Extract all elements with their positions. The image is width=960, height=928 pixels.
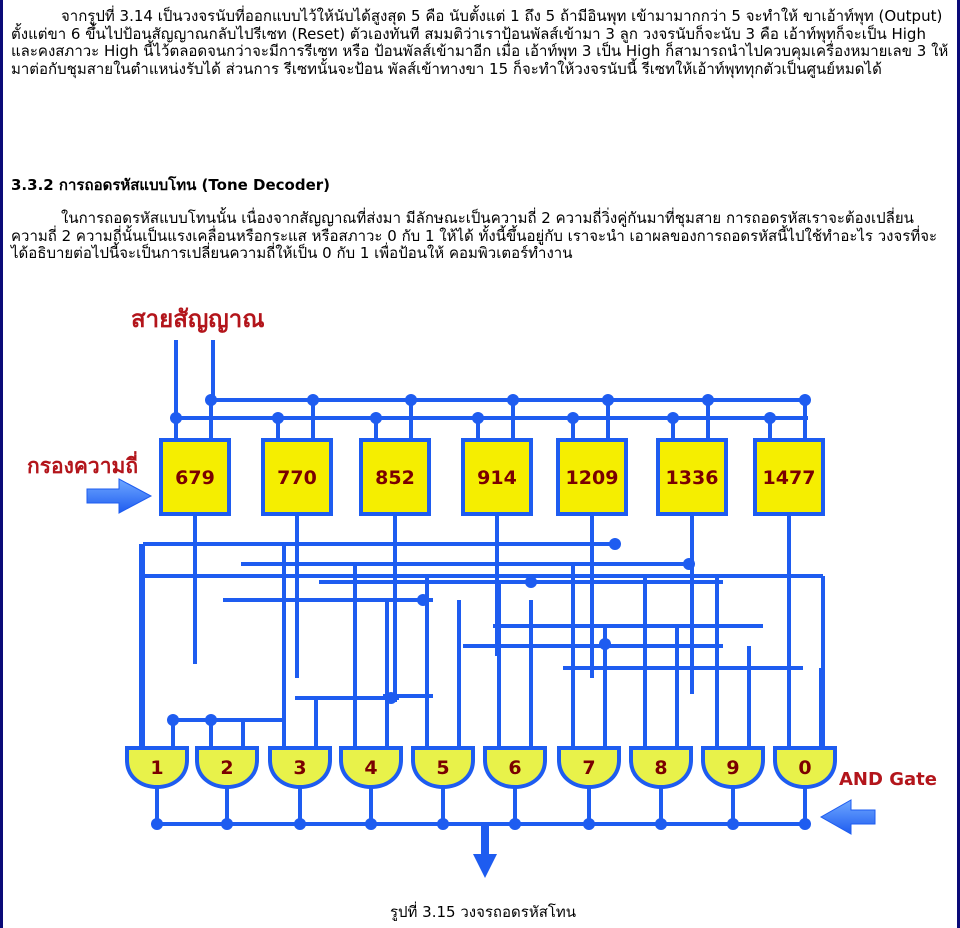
filter-input-arrow-icon xyxy=(86,478,153,514)
junction-dot xyxy=(655,818,667,830)
junction-dot xyxy=(799,394,811,406)
junction-dot xyxy=(764,412,776,424)
section-heading: 3.3.2 การถอดรหัสแบบโทน (Tone Decoder) xyxy=(11,176,331,194)
filter-box: 1477 xyxy=(753,438,825,516)
and-gate: 4 xyxy=(339,746,403,789)
gate-digit-label: 6 xyxy=(508,757,521,779)
junction-dot xyxy=(170,412,182,424)
junction-dot xyxy=(167,714,179,726)
junction-dot xyxy=(405,394,417,406)
filter-frequency-label: 914 xyxy=(477,467,517,489)
junction-dot xyxy=(507,394,519,406)
filter-frequency-label: 1477 xyxy=(763,467,816,489)
and-gate-input-arrow-icon xyxy=(819,799,876,835)
junction-dot xyxy=(667,412,679,424)
filter-box: 1336 xyxy=(656,438,728,516)
filter-box: 914 xyxy=(461,438,533,516)
junction-dot xyxy=(385,692,397,704)
paragraph-tone-decoder: ในการถอดรหัสแบบโทนนั้น เนื่องจากสัญญาณที… xyxy=(11,209,938,262)
filter-box: 852 xyxy=(359,438,431,516)
junction-dot xyxy=(294,818,306,830)
gate-digit-label: 9 xyxy=(726,757,739,779)
junction-dot xyxy=(205,394,217,406)
junction-dot xyxy=(307,394,319,406)
and-gate: 6 xyxy=(483,746,547,789)
output-arrow-icon xyxy=(473,826,497,878)
gate-digit-label: 3 xyxy=(293,757,306,779)
junction-dot xyxy=(472,412,484,424)
gate-digit-label: 5 xyxy=(436,757,449,779)
filter-frequency-label: 770 xyxy=(277,467,317,489)
junction-dot xyxy=(151,818,163,830)
filter-frequency-label: 852 xyxy=(375,467,415,489)
junction-dot xyxy=(365,818,377,830)
junction-dot xyxy=(272,412,284,424)
and-gate: 1 xyxy=(125,746,189,789)
and-gate: 0 xyxy=(773,746,837,789)
junction-dot xyxy=(567,412,579,424)
gate-digit-label: 0 xyxy=(798,757,811,779)
figure-caption: รูปที่ 3.15 วงจรถอดรหัสโทน xyxy=(389,903,577,921)
and-gate: 3 xyxy=(268,746,332,789)
junction-dot xyxy=(205,714,217,726)
junction-dot xyxy=(417,594,429,606)
filter-box: 1209 xyxy=(556,438,628,516)
and-gate: 2 xyxy=(195,746,259,789)
paragraph-counter-circuit: จากรูปที่ 3.14 เป็นวงจรนับที่ออกแบบไว้ให… xyxy=(11,7,949,78)
junction-dot xyxy=(370,412,382,424)
gate-digit-label: 2 xyxy=(220,757,233,779)
gate-digit-label: 4 xyxy=(364,757,377,779)
gate-digit-label: 1 xyxy=(150,757,163,779)
and-gate: 5 xyxy=(411,746,475,789)
filter-frequency-label: 679 xyxy=(175,467,215,489)
junction-dot xyxy=(525,576,537,588)
junction-dot xyxy=(727,818,739,830)
junction-dot xyxy=(602,394,614,406)
filter-label: กรองความถี่ xyxy=(27,450,138,478)
filter-frequency-label: 1336 xyxy=(666,467,719,489)
junction-dot xyxy=(583,818,595,830)
junction-dot xyxy=(799,818,811,830)
junction-dot xyxy=(599,638,611,650)
signal-line-label: สายสัญญาณ xyxy=(131,305,264,333)
tone-decoder-diagram: 679 770 852 914 1209 1336 1477 1 2 3 4 5 6 7 8 9 0 สายส… xyxy=(27,305,937,878)
and-gate: 9 xyxy=(701,746,765,789)
and-gate: 8 xyxy=(629,746,693,789)
junction-dot xyxy=(609,538,621,550)
filter-box: 679 xyxy=(159,438,231,516)
filter-frequency-label: 1209 xyxy=(566,467,619,489)
junction-dot xyxy=(509,818,521,830)
junction-dot xyxy=(221,818,233,830)
gate-digit-label: 8 xyxy=(654,757,667,779)
and-gate-label: AND Gate xyxy=(839,769,937,790)
junction-dot xyxy=(683,558,695,570)
gate-digit-label: 7 xyxy=(582,757,595,779)
junction-dot xyxy=(437,818,449,830)
filter-box: 770 xyxy=(261,438,333,516)
and-gate: 7 xyxy=(557,746,621,789)
junction-dot xyxy=(702,394,714,406)
